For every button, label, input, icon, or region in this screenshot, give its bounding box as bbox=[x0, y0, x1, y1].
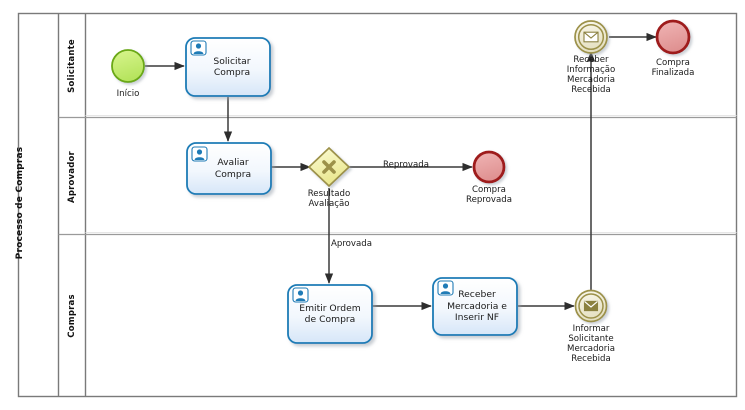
lane-title-aprovador: Aprovador bbox=[67, 151, 77, 203]
end-event-compra-reprovada[interactable] bbox=[472, 150, 506, 184]
intermediate-event-informar-solicitante[interactable] bbox=[574, 289, 608, 323]
user-task-icon bbox=[292, 287, 309, 303]
gateway-resultado-avaliacao[interactable] bbox=[307, 146, 351, 188]
intermediate-event-receber-informacao[interactable] bbox=[574, 20, 608, 54]
end-event-compra-finalizada[interactable] bbox=[655, 19, 691, 55]
sequence-flows bbox=[145, 32, 657, 311]
task-emitir-ordem-compra[interactable] bbox=[287, 284, 373, 344]
task-avaliar-compra[interactable] bbox=[186, 142, 272, 195]
task-receber-mercadoria-inserir-nf[interactable] bbox=[432, 277, 518, 336]
user-task-icon bbox=[191, 146, 208, 162]
lane-title-solicitante: Solicitante bbox=[67, 39, 77, 93]
lane-title-compras: Compras bbox=[67, 294, 77, 338]
user-task-icon bbox=[190, 40, 207, 56]
envelope-icon bbox=[583, 31, 599, 43]
envelope-icon bbox=[583, 300, 599, 312]
pool-title: Processo de Compras bbox=[15, 146, 25, 260]
task-solicitar-compra[interactable] bbox=[185, 37, 271, 97]
start-event-inicio[interactable] bbox=[111, 49, 145, 83]
exclusive-x-icon bbox=[322, 160, 336, 174]
user-task-icon bbox=[437, 280, 454, 296]
